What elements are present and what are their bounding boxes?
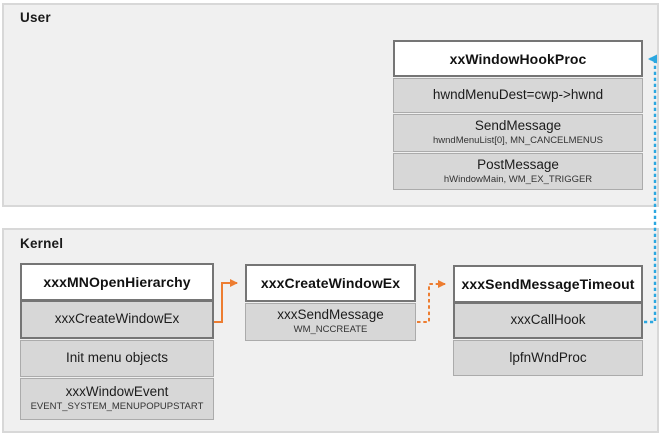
cell-postmessage: PostMessage hWindowMain, WM_EX_TRIGGER [393, 153, 643, 190]
box-title-xxxmnopenhierarchy: xxxMNOpenHierarchy [20, 263, 214, 301]
cell-sendmessage-text: SendMessage [474, 118, 562, 134]
cell-sendmessage: SendMessage hwndMenuList[0], MN_CANCELME… [393, 114, 643, 152]
user-panel-label: User [20, 10, 51, 25]
cell-hwndmenudest-text: hwndMenuDest=cwp->hwnd [432, 87, 604, 103]
cell-init-menu-objects-text: Init menu objects [65, 350, 169, 366]
box-xxxsendmessagetimeout: xxxSendMessageTimeout xxxCallHook lpfnWn… [453, 265, 643, 376]
cell-xxxwindowevent-subtext: EVENT_SYSTEM_MENUPOPUPSTART [30, 401, 204, 413]
box-xxwindowhookproc: xxWindowHookProc hwndMenuDest=cwp->hwnd … [393, 40, 643, 190]
kernel-panel-label: Kernel [20, 236, 64, 251]
cell-xxxcreatewindowex-call: xxxCreateWindowEx [20, 300, 214, 339]
cell-xxxwindowevent-text: xxxWindowEvent [65, 384, 169, 400]
cell-xxxcallhook: xxxCallHook [453, 302, 643, 339]
cell-xxxcreatewindowex-call-text: xxxCreateWindowEx [54, 311, 180, 327]
cell-postmessage-subtext: hWindowMain, WM_EX_TRIGGER [443, 173, 593, 185]
cell-xxxsendmessage-text: xxxSendMessage [277, 307, 384, 323]
box-xxxcreatewindowex: xxxCreateWindowEx xxxSendMessage WM_NCCR… [245, 264, 416, 341]
box-title-xxwindowhookproc: xxWindowHookProc [393, 40, 643, 77]
cell-lpfnwndproc: lpfnWndProc [453, 340, 643, 376]
cell-xxxsendmessage-subtext: WM_NCCREATE [293, 324, 368, 336]
cell-hwndmenudest: hwndMenuDest=cwp->hwnd [393, 78, 643, 113]
cell-postmessage-text: PostMessage [477, 156, 559, 172]
box-title-xxxcreatewindowex: xxxCreateWindowEx [245, 264, 416, 302]
cell-lpfnwndproc-text: lpfnWndProc [509, 349, 587, 365]
cell-xxxcallhook-text: xxxCallHook [510, 312, 586, 328]
box-xxxmnopenhierarchy: xxxMNOpenHierarchy xxxCreateWindowEx Ini… [20, 263, 214, 420]
cell-init-menu-objects: Init menu objects [20, 340, 214, 377]
cell-xxxsendmessage: xxxSendMessage WM_NCCREATE [245, 303, 416, 341]
box-title-xxxsendmessagetimeout: xxxSendMessageTimeout [453, 265, 643, 303]
cell-xxxwindowevent: xxxWindowEvent EVENT_SYSTEM_MENUPOPUPSTA… [20, 378, 214, 420]
cell-sendmessage-subtext: hwndMenuList[0], MN_CANCELMENUS [432, 135, 603, 147]
